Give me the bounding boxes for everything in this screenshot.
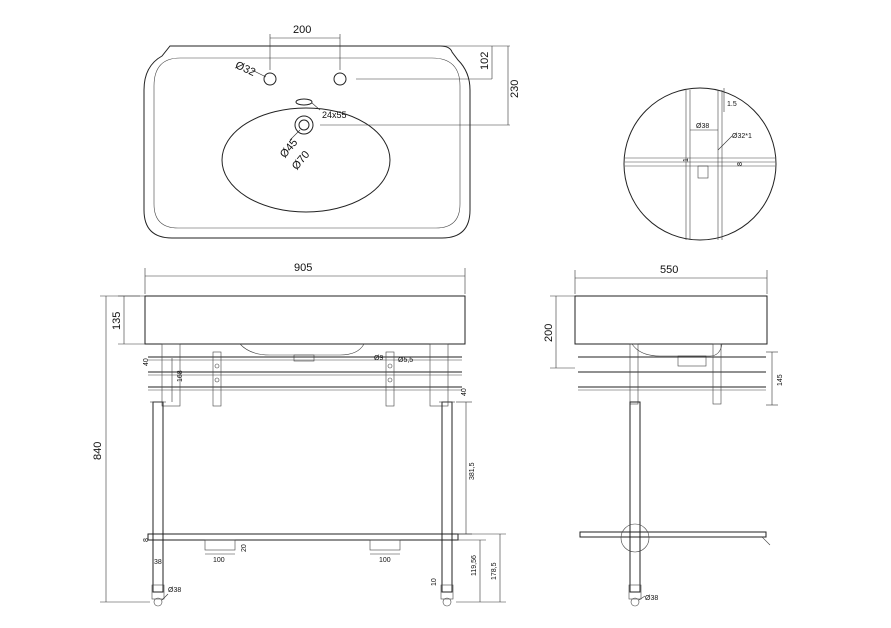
dim-total-height: 840 [92, 442, 104, 460]
front-leg-right [441, 401, 453, 593]
side-shelf [579, 531, 767, 538]
dim-lower-b: 178,5 [491, 562, 498, 580]
basin-inner-rim [153, 57, 461, 229]
dim-foot-dia: Ø38 [168, 587, 181, 594]
dim-fixing-holes: Ø9 [374, 355, 383, 362]
detail-small: 1 [683, 158, 690, 162]
front-bowl-bottom [239, 343, 365, 356]
top-view: 200 Ø32 102 230 24x55 Ø45 Ø70 [143, 24, 521, 239]
detail-circle [623, 87, 777, 241]
dim-offset-total: 230 [509, 80, 521, 98]
dim-overflow: 24x55 [322, 110, 347, 120]
dim-front-width: 905 [294, 262, 312, 274]
side-view: 550 200 145 Ø38 [543, 264, 784, 607]
waste-outer [294, 115, 314, 135]
front-waste [293, 354, 315, 362]
tap-hole-right [333, 72, 347, 86]
dim-bracket-left: 100 [213, 557, 225, 564]
detail-fixing: Ø32*1 [732, 133, 752, 140]
tap-hole-left [263, 72, 277, 86]
dim-front-basin-height: 135 [111, 312, 123, 330]
dim-foot-offset: 10 [431, 578, 438, 586]
detail-plate: 8 [737, 162, 744, 166]
dim-leg-length: 381,5 [469, 462, 476, 480]
detail-view: 1.5 Ø38 Ø32*1 8 1 [623, 87, 777, 241]
dim-bracket-right: 100 [379, 557, 391, 564]
waste-inner [298, 119, 310, 131]
dim-foot-height: 38 [154, 559, 162, 566]
dim-side-basin-height: 200 [543, 324, 555, 342]
dim-shelf-thickness: 8 [143, 538, 150, 542]
bowl [221, 107, 391, 213]
dim-lower-a: 119,56 [471, 555, 478, 576]
side-basin [574, 295, 768, 345]
front-shelf [147, 533, 459, 541]
detail-marker [620, 523, 650, 553]
basin-outline [143, 45, 471, 239]
dim-offset-small: 102 [479, 52, 491, 70]
dim-tap-hole: Ø32 [233, 59, 257, 79]
dim-tap-spacing: 200 [293, 24, 311, 36]
dim-side-rail-height: 145 [777, 374, 784, 386]
front-basin [144, 295, 466, 345]
overflow-slot [295, 98, 313, 106]
side-leg [629, 401, 641, 593]
front-view: 905 135 840 40 168 Ø9 Ø5,5 40 381,5 8 10… [92, 262, 506, 607]
dim-bracket-height: 20 [241, 544, 248, 552]
dim-fixing-size: Ø5,5 [398, 357, 413, 364]
dim-side-depth: 550 [660, 264, 678, 276]
dim-rail-span: 168 [177, 370, 184, 382]
dim-rail-offset: 40 [143, 358, 150, 366]
detail-gap: 1.5 [727, 101, 737, 108]
dim-rail-offset-right: 40 [461, 388, 468, 396]
dim-side-foot-dia: Ø38 [645, 595, 658, 602]
detail-tube: Ø38 [696, 123, 709, 130]
